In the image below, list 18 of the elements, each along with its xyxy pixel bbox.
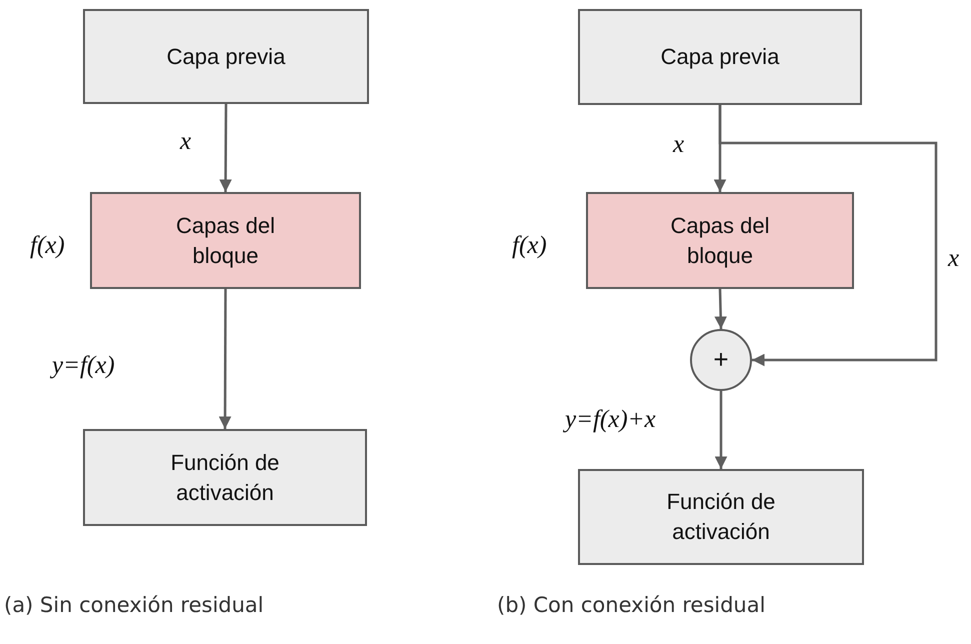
- process-box: Función de activación: [578, 469, 864, 565]
- arrow: [718, 105, 938, 366]
- sum-circle: +: [690, 329, 752, 391]
- arrow: [218, 289, 232, 429]
- arrow: [714, 391, 728, 469]
- edge-label: y=f(x): [52, 352, 115, 380]
- caption: (a) Sin conexión residual: [4, 593, 264, 617]
- process-box: Capas del bloque: [586, 192, 854, 289]
- caption: (b) Con conexión residual: [497, 593, 766, 617]
- function-label: f(x): [512, 232, 547, 260]
- arrow: [714, 288, 727, 330]
- process-box: Capas del bloque: [90, 192, 361, 289]
- function-label: f(x): [30, 232, 65, 260]
- process-box: Capa previa: [578, 9, 862, 105]
- process-box: Función de activación: [83, 429, 367, 526]
- arrow: [219, 104, 232, 192]
- process-box: Capa previa: [83, 9, 369, 104]
- edge-label: y=f(x)+x: [565, 406, 656, 434]
